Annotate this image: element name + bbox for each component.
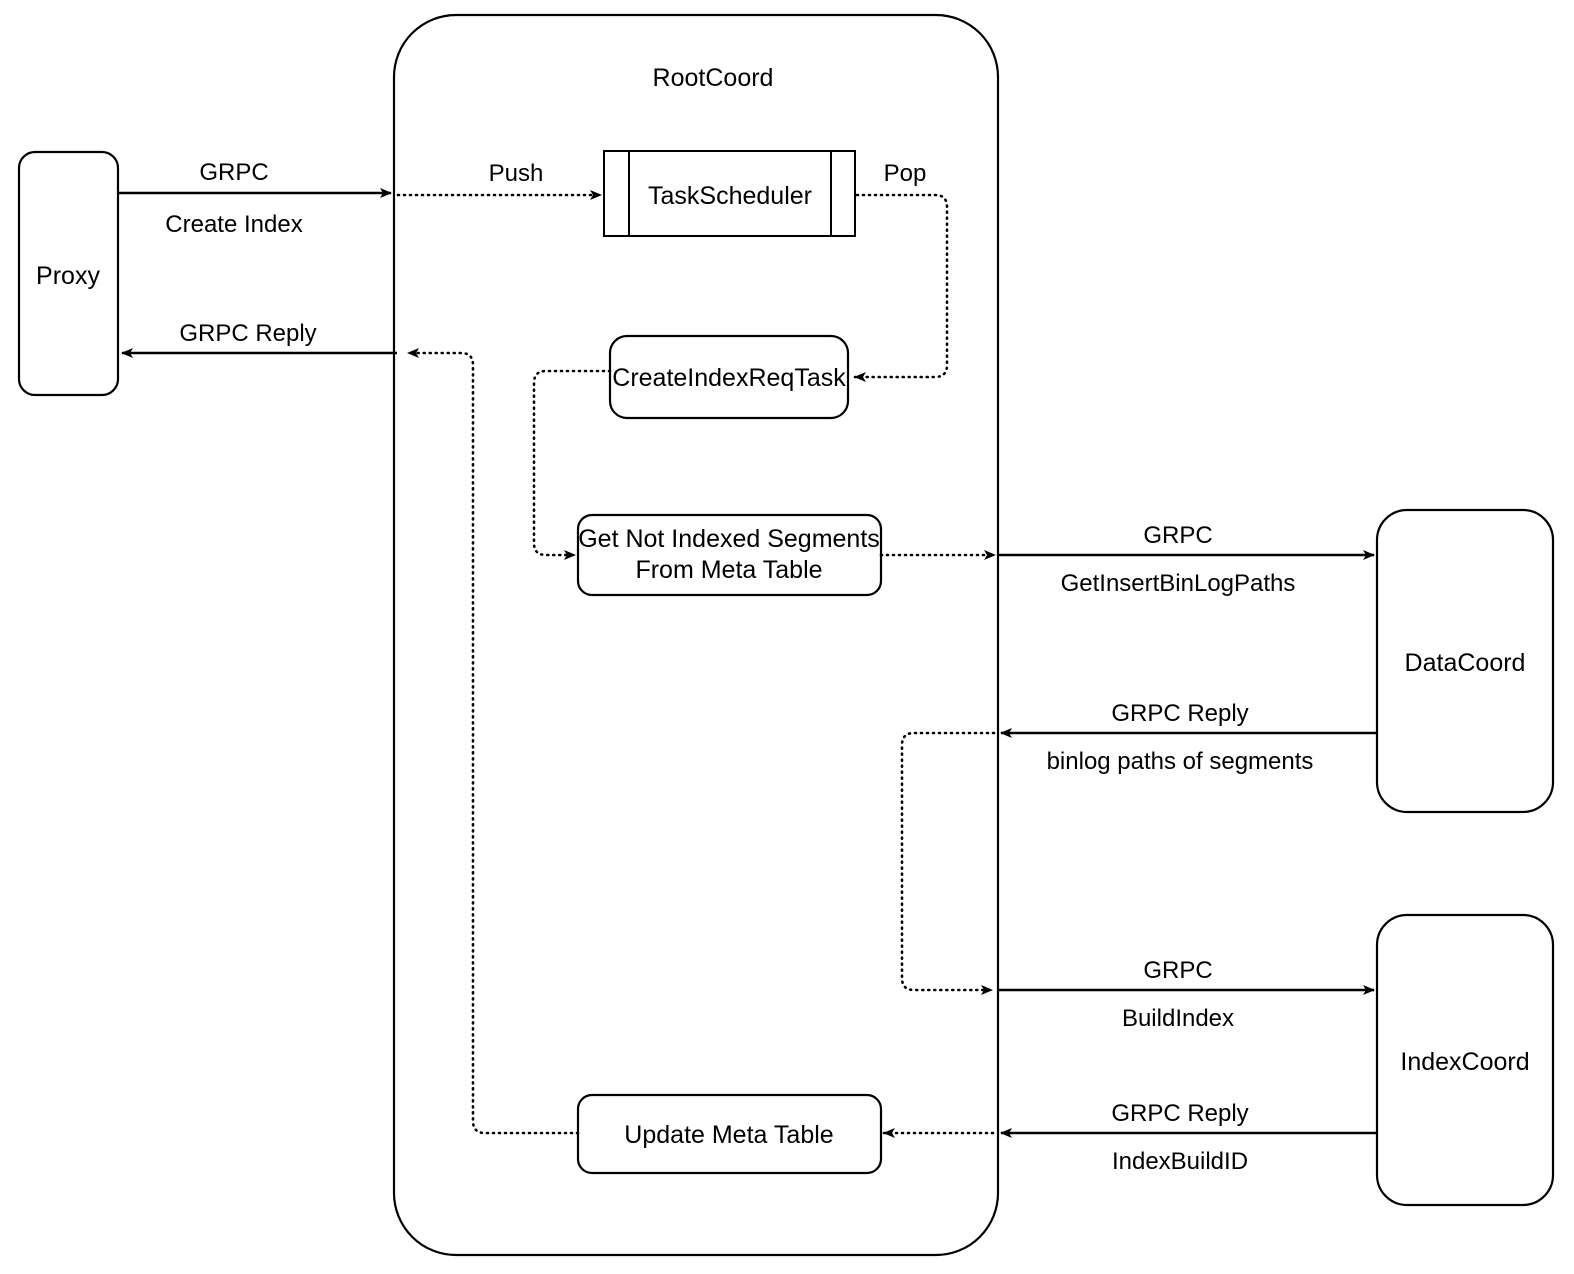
edge-label-grpc-buildindex-below: BuildIndex <box>1122 1005 1234 1032</box>
node-datacoord[interactable]: DataCoord <box>1375 508 1555 814</box>
edge-datacoord-reply-to-buildindex-path <box>900 731 996 995</box>
edge-label-grpc-create-index-above: GRPC <box>199 159 268 186</box>
edge-indexcoord-to-rootcoord: GRPC Reply IndexBuildID <box>1000 1100 1377 1175</box>
edge-updatemetatable-to-proxy-path <box>406 348 580 1135</box>
node-create-index-req-task[interactable]: CreateIndexReqTask <box>608 334 850 420</box>
node-indexcoord[interactable]: IndexCoord <box>1375 913 1555 1207</box>
rootcoord-boundary[interactable] <box>392 13 1000 1257</box>
edge-label-grpc-getinsertbinlogpaths-above: GRPC <box>1143 522 1212 549</box>
edge-label-grpc-reply-binlog-above: GRPC Reply <box>1111 700 1248 727</box>
edge-createindexreqtask-to-getsegments <box>532 369 612 560</box>
edge-label-pop: Pop <box>884 160 927 187</box>
edge-createindexreqtask-to-getsegments-path <box>532 369 612 560</box>
node-get-not-indexed-segments[interactable]: Get Not Indexed Segments From Meta Table <box>576 513 883 597</box>
proxy-box[interactable] <box>17 150 120 397</box>
create-index-req-task-box[interactable] <box>608 334 850 420</box>
edge-rootcoord-to-proxy: GRPC Reply <box>121 320 397 358</box>
update-meta-table-label: Update Meta Table <box>624 1121 833 1149</box>
edge-datacoord-reply-to-buildindex <box>900 731 996 995</box>
edge-label-grpc-reply-proxy: GRPC Reply <box>179 320 316 347</box>
edge-taskscheduler-to-createindexreqtask: Pop <box>853 160 949 382</box>
edge-label-grpc-create-index-below: Create Index <box>165 211 302 238</box>
task-scheduler-label: TaskScheduler <box>648 182 812 210</box>
rootcoord-label: RootCoord <box>653 64 774 92</box>
get-not-indexed-segments-label-line1: Get Not Indexed Segments <box>578 525 880 553</box>
node-update-meta-table[interactable]: Update Meta Table <box>576 1093 883 1175</box>
edge-rootcoord-to-indexcoord: GRPC BuildIndex <box>998 957 1375 1032</box>
node-task-scheduler[interactable]: TaskScheduler <box>603 150 856 237</box>
task-scheduler-box[interactable] <box>603 150 856 237</box>
edge-label-grpc-reply-indexbuildid-below: IndexBuildID <box>1112 1148 1248 1175</box>
create-index-req-task-label: CreateIndexReqTask <box>612 364 846 392</box>
edge-rootcoord-to-datacoord: GRPC GetInsertBinLogPaths <box>998 522 1375 597</box>
node-proxy[interactable]: Proxy <box>17 150 120 397</box>
group-rootcoord[interactable]: RootCoord <box>392 13 1000 1257</box>
edge-label-push: Push <box>489 160 544 187</box>
edge-label-grpc-buildindex-above: GRPC <box>1143 957 1212 984</box>
proxy-label: Proxy <box>36 262 100 290</box>
edge-label-grpc-getinsertbinlogpaths-below: GetInsertBinLogPaths <box>1061 570 1296 597</box>
edge-updatemetatable-to-proxy-reply <box>406 348 580 1135</box>
edge-datacoord-to-rootcoord: GRPC Reply binlog paths of segments <box>1000 700 1377 775</box>
indexcoord-label: IndexCoord <box>1400 1048 1529 1076</box>
edge-label-grpc-reply-binlog-below: binlog paths of segments <box>1047 748 1314 775</box>
indexcoord-box[interactable] <box>1375 913 1555 1207</box>
datacoord-label: DataCoord <box>1405 649 1526 677</box>
edge-proxy-to-rootcoord: GRPC Create Index <box>118 159 392 238</box>
edge-rootcoord-to-taskscheduler: Push <box>396 160 603 200</box>
datacoord-box[interactable] <box>1375 508 1555 814</box>
edge-label-grpc-reply-indexbuildid-above: GRPC Reply <box>1111 1100 1248 1127</box>
edge-pop-path <box>853 193 949 382</box>
get-not-indexed-segments-label-line2: From Meta Table <box>635 556 822 584</box>
